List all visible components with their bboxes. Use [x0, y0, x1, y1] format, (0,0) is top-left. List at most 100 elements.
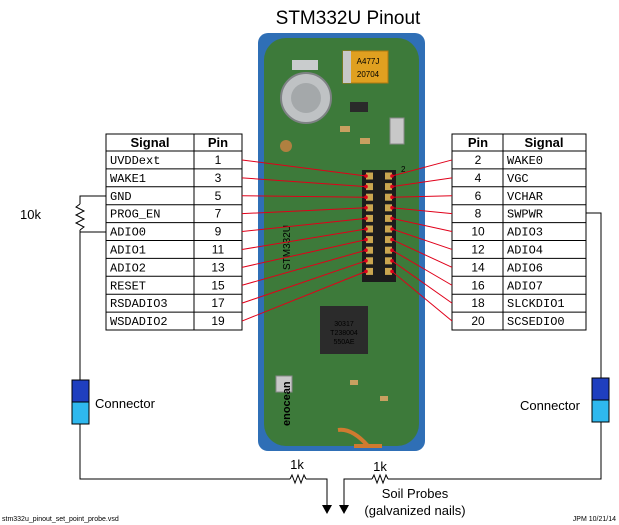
pcb-green-body [264, 38, 419, 446]
left-pin-cell: 3 [215, 171, 222, 185]
left-pin-mapping-line [241, 177, 367, 188]
left-pin-cell: 15 [211, 278, 225, 292]
left-table-border [105, 133, 243, 331]
brand-logo: enocean [281, 381, 293, 426]
right-pin-mapping-line [391, 228, 453, 250]
left-table-header-signal: Signal [130, 135, 169, 150]
left-circuit: 10k Connector 1k [20, 195, 332, 514]
right-pin-cell: 10 [471, 225, 485, 239]
ic-chip [320, 306, 368, 354]
right-bottom-wire [388, 422, 602, 480]
left-table-header-pin: Pin [208, 135, 228, 150]
diagram-title: STM332U Pinout [276, 8, 421, 29]
right-signal-cell: SLCKDIO1 [507, 297, 565, 311]
header-pin-even [385, 204, 392, 212]
mapping-dot [390, 206, 394, 210]
left-pin-mapping-line [241, 207, 367, 215]
mapping-dot [364, 259, 368, 263]
left-pin-cell: 5 [215, 189, 222, 203]
smd-resistor [380, 396, 388, 401]
mapping-dot [364, 174, 368, 178]
capacitor-terminal [343, 51, 351, 83]
right-pin-mapping-line [391, 177, 453, 188]
header-pin-even [385, 225, 392, 233]
left-pin-cell: 17 [211, 296, 225, 310]
right-signal-cell: VGC [507, 172, 529, 186]
header-pin-even [385, 214, 392, 222]
left-pin-cell: 19 [211, 314, 225, 328]
battery-clip [292, 60, 318, 70]
left-pin-mapping-line [241, 159, 367, 177]
footer-author-date: JPM 10/21/14 [573, 516, 616, 523]
mapping-dot [364, 237, 368, 242]
right-signal-cell: SCSEDIO0 [507, 315, 565, 329]
header-pin-odd [366, 172, 373, 180]
mapping-dot [390, 174, 394, 178]
resistor-10k-label: 10k [20, 207, 41, 222]
mapping-dot [364, 227, 368, 231]
header-pin-odd [366, 257, 373, 265]
right-pin-cell: 12 [471, 242, 485, 256]
right-table-header-signal: Signal [524, 135, 563, 150]
left-pin-mapping-line [241, 195, 367, 198]
header-pins [366, 172, 392, 275]
right-table-border [451, 133, 587, 331]
resistor-1k-left [289, 473, 307, 485]
left-signal-cell: ADIO1 [110, 243, 146, 257]
mapping-dot [390, 237, 394, 242]
connector-right-bottom [591, 399, 610, 423]
adio0-wire [79, 230, 106, 233]
capacitor-marking-2: 20704 [357, 70, 380, 79]
connector-right-top [591, 377, 610, 401]
capacitor-marking-1: A477J [357, 57, 380, 66]
left-pin-cell: 11 [212, 242, 225, 256]
connector-left-top [71, 379, 90, 403]
smd-resistor [360, 138, 370, 144]
right-pin-mapping-line [391, 239, 453, 268]
pcb-board: A477J 20704 STM332U 2 30317 T238004 550A… [258, 33, 425, 451]
left-pin-cell: 7 [215, 207, 222, 221]
module-marking: STM332U [282, 225, 293, 270]
header-pin-odd [366, 267, 373, 275]
mapping-dot [390, 259, 394, 263]
mapping-dot [364, 216, 368, 221]
right-pin-cell: 4 [475, 171, 482, 185]
header-pin-even [385, 246, 392, 254]
right-table-header-pin: Pin [468, 135, 488, 150]
footer-filename: stm332u_pinout_set_point_probe.vsd [2, 516, 119, 523]
left-probe-wire [306, 478, 328, 507]
mapping-dot [390, 195, 394, 199]
right-signal-cell: ADIO4 [507, 243, 543, 257]
swpwr-wire [586, 212, 602, 378]
resistor-10k [74, 203, 86, 231]
right-pin-mapping-line [391, 271, 453, 322]
chip-marking-3: 550AE [333, 339, 354, 346]
header-pin-even [385, 172, 392, 180]
left-pin-cell: 9 [215, 225, 222, 239]
right-pin-cell: 20 [471, 314, 485, 328]
right-pin-cell: 14 [471, 260, 485, 274]
resistor-1k-right [371, 473, 389, 485]
right-pin-cell: 16 [471, 278, 485, 292]
left-signal-cell: ADIO0 [110, 226, 146, 240]
right-probe-wire [343, 478, 372, 507]
probe-arrow-right [339, 505, 349, 514]
pin-mapping-lines [241, 159, 453, 322]
right-pin-mapping-line [391, 195, 453, 198]
left-pin-mapping-line [241, 270, 367, 322]
left-signal-cell: ADIO2 [110, 261, 146, 275]
smd-resistor [350, 380, 358, 385]
right-circuit: Connector 1k Soil Probes (galvanized nai… [339, 212, 610, 518]
chip-marking-1: 30317 [334, 321, 354, 328]
header-pin-odd [366, 183, 373, 191]
left-signal-cell: PROG_EN [110, 208, 160, 222]
probe-arrow-left [322, 505, 332, 514]
tactile-switch [389, 117, 405, 145]
mapping-dot [390, 227, 394, 231]
right-pin-mapping-line [391, 217, 453, 233]
left-pin-mapping-line [241, 217, 367, 233]
connector-left-label: Connector [95, 396, 156, 411]
